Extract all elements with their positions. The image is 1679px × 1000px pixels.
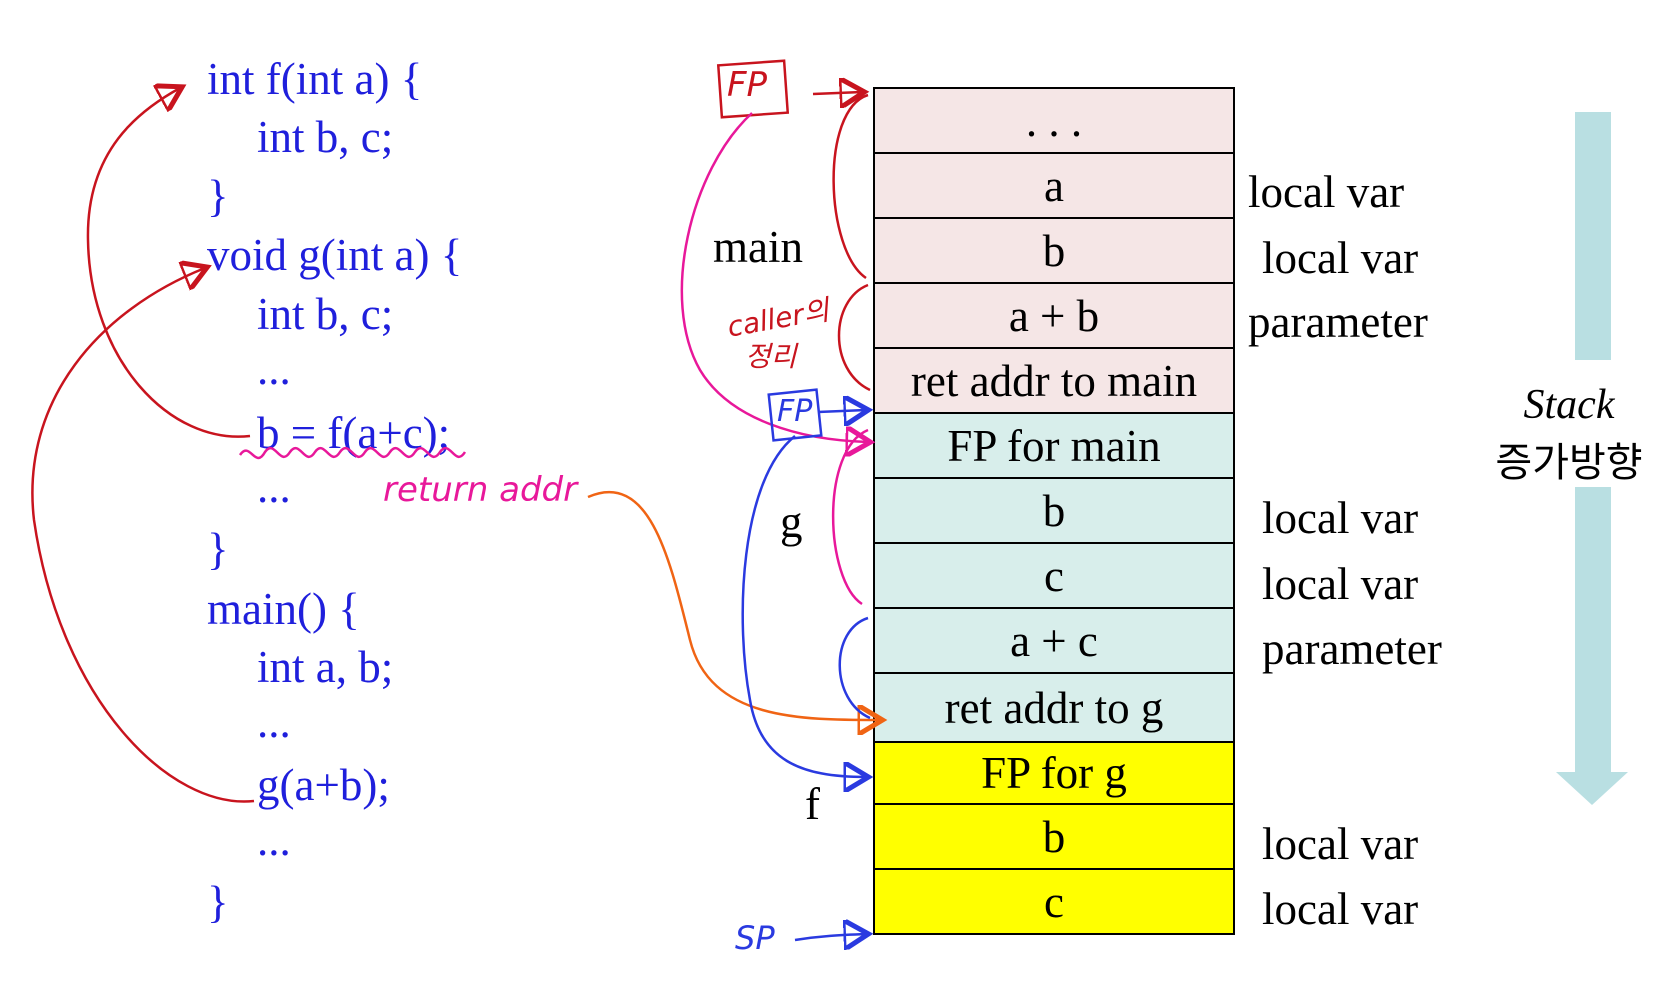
- return-addr-label: return addr: [383, 470, 578, 510]
- saved-fp-g-arrow: [741, 435, 866, 777]
- stack-direction-title: Stack: [1523, 382, 1615, 428]
- stack-cell-main-ret-addr: ret addr to main: [873, 347, 1235, 414]
- role-g-b: local var: [1262, 493, 1419, 543]
- stack-cell-g-b: b: [873, 477, 1235, 544]
- code-line-main-locals: int a, b;: [257, 642, 394, 692]
- main-locals-brace: [832, 93, 869, 280]
- frame-label-g: g: [780, 497, 803, 547]
- code-line-main-ellipsis-1: ...: [257, 697, 291, 747]
- stack-cell-f-fp: FP for g: [873, 741, 1235, 805]
- role-f-c: local var: [1262, 884, 1419, 934]
- role-f-b: local var: [1262, 819, 1419, 869]
- fp-top-arrow: [812, 92, 862, 94]
- caller-note-line2: 정리: [745, 340, 797, 373]
- code-line-g-close: }: [207, 524, 229, 574]
- code-line-g-ellipsis-2: ...: [257, 462, 291, 512]
- code-line-f-locals: int b, c;: [257, 112, 394, 162]
- stack-cell-main-param: a + b: [873, 282, 1235, 349]
- stack-cell-g-param: a + c: [873, 607, 1235, 674]
- code-line-main-call-g: g(a+b);: [257, 760, 390, 810]
- code-line-g-header: void g(int a) {: [207, 230, 463, 280]
- role-g-param: parameter: [1262, 624, 1442, 674]
- stack-direction-korean: 증가방향: [1495, 440, 1643, 486]
- stack-cell-f-b: b: [873, 803, 1235, 870]
- code-line-f-close: }: [207, 171, 229, 221]
- fp-top-box: [716, 59, 790, 119]
- call-arrow-g: [31, 268, 255, 803]
- role-main-a: local var: [1248, 167, 1405, 217]
- code-line-g-locals: int b, c;: [257, 289, 394, 339]
- stack-cell-f-c: c: [873, 868, 1235, 935]
- role-main-param: parameter: [1248, 297, 1428, 347]
- fp-g-arrow: [817, 410, 866, 412]
- frame-label-main: main: [713, 222, 803, 272]
- fp-top-label: FP: [727, 65, 768, 105]
- stack-cell-g-fp: FP for main: [873, 412, 1235, 479]
- fp-g-label: FP: [777, 394, 813, 429]
- code-line-g-ellipsis-1: ...: [257, 344, 291, 394]
- code-line-main-header: main() {: [207, 584, 360, 634]
- frame-label-f: f: [805, 779, 820, 829]
- call-arrow-f: [86, 88, 251, 438]
- code-line-f-header: int f(int a) {: [207, 54, 423, 104]
- return-addr-arrow: [587, 490, 880, 720]
- call-f-underline: [238, 446, 467, 460]
- code-line-main-close: }: [207, 877, 229, 927]
- sp-arrow: [794, 934, 866, 940]
- saved-fp-main-arrow: [680, 112, 868, 442]
- g-locals-brace: [831, 428, 869, 606]
- stack-cell-g-ret-addr: ret addr to g: [873, 672, 1235, 743]
- role-main-b: local var: [1262, 233, 1419, 283]
- code-line-main-ellipsis-2: ...: [257, 815, 291, 865]
- role-g-c: local var: [1262, 559, 1419, 609]
- g-param-brace: [838, 616, 871, 720]
- sp-label: SP: [735, 919, 775, 957]
- stack-growth-arrow: [1556, 112, 1628, 805]
- stack-cell-g-c: c: [873, 542, 1235, 609]
- caller-cleanup-brace: [837, 283, 871, 392]
